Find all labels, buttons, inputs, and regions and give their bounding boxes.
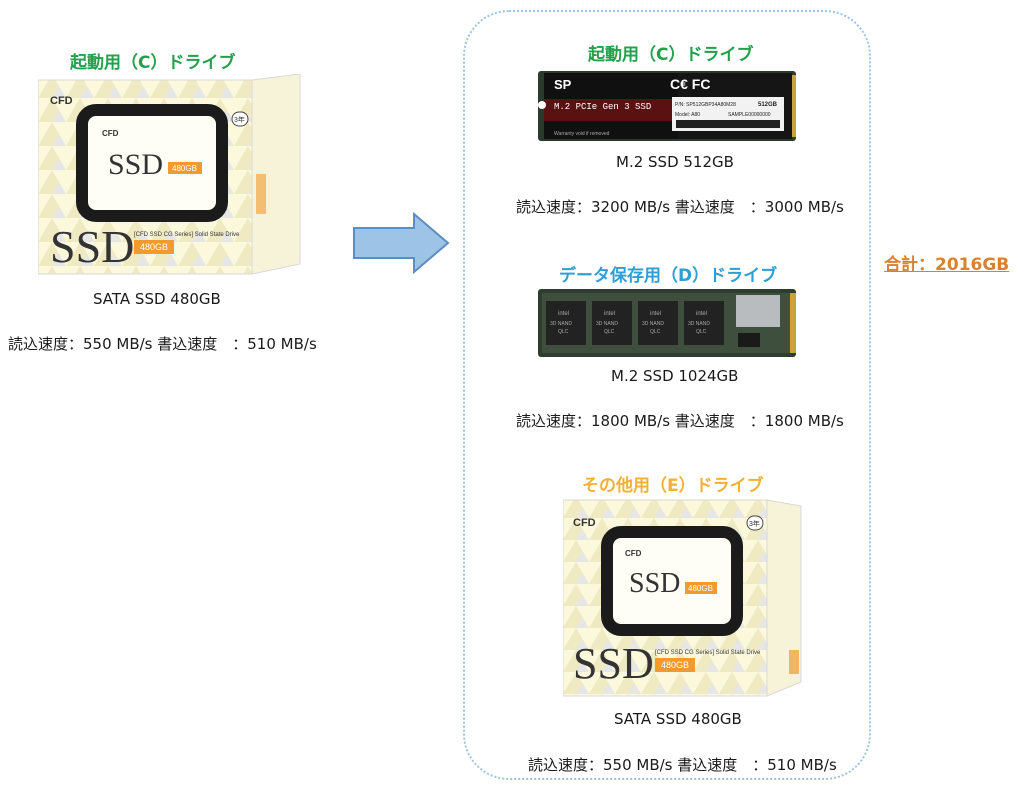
right-ssd-box-image: CFD CFD SSD 480GB SSD [CFD SSD CG Series… (563, 496, 803, 700)
left-box-inner-brand: CFD (102, 129, 119, 138)
right-box-warranty: 3年 (749, 519, 760, 528)
m2-serial: SAMPLE00000000 (728, 112, 771, 118)
m2-warranty: Warranty void if removed (554, 131, 610, 137)
m2-ssd-512-image: SP M.2 PCIe Gen 3 SSD Warranty void if r… (538, 69, 798, 143)
right-box-inner-brand: CFD (625, 549, 642, 558)
arrow-right-icon (352, 211, 450, 278)
drive2-label: データ保存用（D）ドライブ (559, 266, 778, 286)
left-box-brand: CFD (50, 95, 73, 107)
chip1-brand: intel (558, 311, 569, 317)
chip4-brand: intel (696, 311, 707, 317)
left-box-inner-cap: 480GB (172, 164, 197, 173)
chip4-l2: QLC (696, 329, 707, 335)
drive3-model: SATA SSD 480GB (614, 710, 742, 728)
chip3-l2: QLC (650, 329, 661, 335)
new-configuration-group (463, 10, 871, 780)
m2-cert-marks: C€ FC (670, 76, 710, 92)
left-box-cap: 480GB (140, 242, 168, 252)
total-capacity: 合計：2016GB (884, 255, 1010, 275)
left-speed: 読込速度：550 MB/s 書込速度 ：510 MB/s (8, 335, 317, 353)
right-box-cap: 480GB (661, 660, 689, 670)
chip2-brand: intel (604, 311, 615, 317)
right-box-series: [CFD SSD CG Series] Solid State Drive (655, 650, 761, 656)
left-box-inner-ssd: SSD (108, 148, 163, 181)
m2-ssd-1024-image: intel 3D NAND QLC intel 3D NAND QLC inte… (538, 287, 798, 359)
drive3-label: その他用（E）ドライブ (582, 476, 764, 496)
chip2-l1: 3D NAND (596, 321, 618, 327)
left-box-warranty: 3年 (234, 115, 245, 124)
m2-model: Model: A80 (675, 112, 700, 118)
drive1-speed: 読込速度：3200 MB/s 書込速度 ：3000 MB/s (516, 198, 844, 216)
m2-brand: SP (554, 77, 572, 92)
left-drive-label: 起動用（C）ドライブ (70, 53, 236, 73)
chip3-l1: 3D NAND (642, 321, 664, 327)
left-box-big-ssd: SSD (50, 221, 134, 272)
left-box-series: [CFD SSD CG Series] Solid State Drive (134, 232, 240, 238)
right-box-inner-ssd: SSD (629, 568, 680, 599)
drive2-model: M.2 SSD 1024GB (611, 367, 739, 385)
left-model: SATA SSD 480GB (93, 290, 221, 308)
right-box-inner-cap: 480GB (688, 584, 713, 593)
right-box-brand: CFD (573, 517, 596, 529)
chip1-l1: 3D NAND (550, 321, 572, 327)
drive1-model: M.2 SSD 512GB (616, 153, 734, 171)
chip3-brand: intel (650, 311, 661, 317)
drive1-label: 起動用（C）ドライブ (588, 45, 754, 65)
drive3-speed: 読込速度：550 MB/s 書込速度 ：510 MB/s (528, 756, 837, 774)
chip1-l2: QLC (558, 329, 569, 335)
chip2-l2: QLC (604, 329, 615, 335)
m2-line: M.2 PCIe Gen 3 SSD (554, 102, 651, 112)
right-box-big-ssd: SSD (573, 639, 654, 688)
left-ssd-box-image: CFD CFD SSD 480GB SSD [CFD SSD CG Series… (38, 74, 302, 280)
m2-pn: P/N: SP512GBP34A80M28 (675, 102, 736, 108)
drive2-speed: 読込速度：1800 MB/s 書込速度 ：1800 MB/s (516, 412, 844, 430)
chip4-l1: 3D NAND (688, 321, 710, 327)
m2-cap: 512GB (758, 102, 778, 108)
